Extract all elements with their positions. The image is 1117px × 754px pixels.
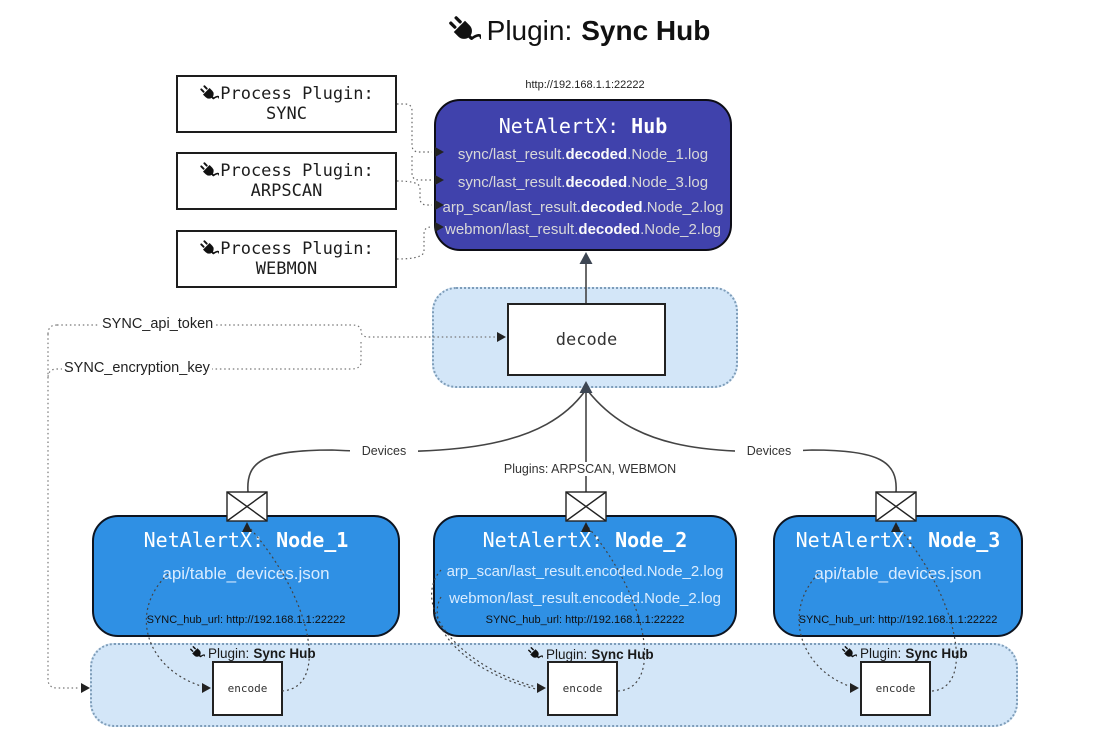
hub-node: NetAlertX: Hub sync/last_result.decoded.N… (434, 99, 732, 251)
plug-icon (199, 239, 219, 259)
encode-plugin-label: Plugin:Sync Hub (527, 646, 654, 662)
decode-box: decode (507, 303, 666, 376)
plug-icon (199, 84, 219, 104)
plug-icon (527, 646, 543, 662)
config-api-token-label: SYNC_api_token (100, 316, 216, 332)
encode-box: encode (547, 661, 618, 716)
node-title: NetAlertX:Node_3 (795, 528, 1001, 552)
node-2: NetAlertX:Node_2 arp_scan/last_result.en… (433, 515, 737, 637)
plugin-to-hub-links (396, 103, 432, 260)
hub-title-prefix: NetAlertX: (498, 114, 620, 138)
plug-icon (189, 645, 205, 661)
hub-title-name: Hub (631, 114, 668, 138)
node-hub-url: SYNC_hub_url: http://192.168.1.1:22222 (485, 614, 685, 626)
title-prefix: Plugin: (486, 15, 573, 46)
hub-title: NetAlertX: Hub (436, 114, 730, 138)
encode-box: encode (212, 661, 283, 716)
node-file: webmon/last_result.encoded.Node_2.log (449, 590, 721, 607)
edge-label-devices-right: Devices (735, 444, 803, 458)
node-title: NetAlertX:Node_2 (482, 528, 688, 552)
title-name: Sync Hub (581, 15, 711, 46)
hub-log-row: sync/last_result.decoded.Node_3.log (457, 174, 709, 191)
edge-label-plugins: Plugins: ARPSCAN, WEBMON (498, 462, 682, 476)
plug-icon (199, 161, 219, 181)
node-hub-url: SYNC_hub_url: http://192.168.1.1:22222 (798, 614, 998, 626)
edge-label-devices-left: Devices (350, 444, 418, 458)
process-plugin-label: Process Plugin: (220, 84, 374, 104)
hub-url: http://192.168.1.1:22222 (525, 79, 645, 91)
config-encryption-key-label: SYNC_encryption_key (62, 360, 212, 376)
hub-log-row: arp_scan/last_result.decoded.Node_2.log (442, 199, 724, 216)
encode-plugin-label: Plugin:Sync Hub (189, 645, 316, 661)
process-plugin-name: WEBMON (255, 259, 318, 279)
process-plugin-box-arpscan: Process Plugin: ARPSCAN (176, 152, 397, 210)
node-file: arp_scan/last_result.encoded.Node_2.log (446, 563, 724, 580)
hub-log-row: sync/last_result.decoded.Node_1.log (457, 146, 709, 163)
process-plugin-label: Process Plugin: (220, 239, 374, 259)
node-3: NetAlertX:Node_3 api/table_devices.json … (773, 515, 1023, 637)
node-title: NetAlertX:Node_1 (143, 528, 349, 552)
hub-log-row: webmon/last_result.decoded.Node_2.log (445, 221, 721, 238)
node-file: api/table_devices.json (814, 564, 982, 583)
node-hub-url: SYNC_hub_url: http://192.168.1.1:22222 (146, 614, 346, 626)
process-plugin-box-sync: Process Plugin: SYNC (176, 75, 397, 133)
plug-icon (841, 645, 857, 661)
page-title: Plugin: Sync Hub (0, 14, 1117, 48)
node-1: NetAlertX:Node_1 api/table_devices.json … (92, 515, 400, 637)
process-plugin-name: ARPSCAN (250, 181, 323, 201)
encode-box: encode (860, 661, 931, 716)
plug-icon (447, 14, 481, 48)
node-file: api/table_devices.json (162, 564, 330, 583)
process-plugin-box-webmon: Process Plugin: WEBMON (176, 230, 397, 288)
encode-plugin-label: Plugin:Sync Hub (841, 645, 968, 661)
process-plugin-name: SYNC (266, 104, 307, 124)
process-plugin-label: Process Plugin: (220, 161, 374, 181)
